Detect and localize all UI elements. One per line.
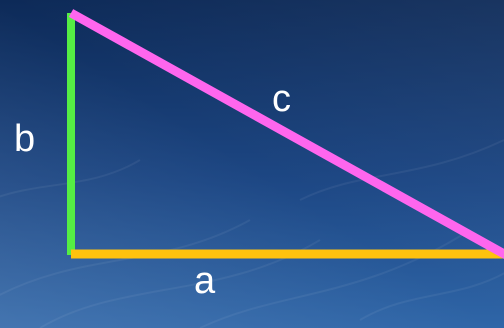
side-c-hypotenuse	[68, 9, 504, 259]
side-c-label: c	[272, 78, 291, 120]
side-b-label: b	[14, 118, 36, 160]
background-texture	[0, 139, 504, 328]
side-a-label: a	[194, 260, 216, 302]
